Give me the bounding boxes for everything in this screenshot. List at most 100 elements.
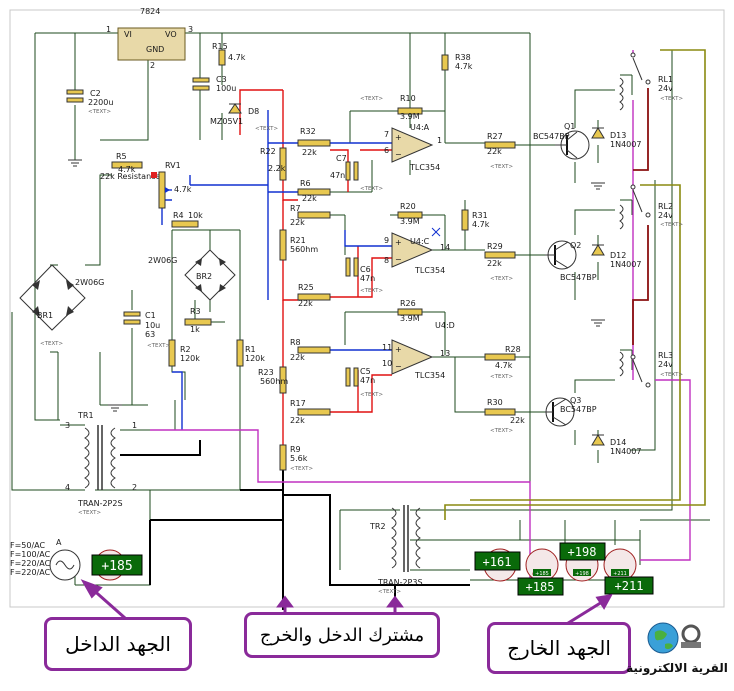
diode-d14[interactable]: [591, 434, 605, 446]
transistor-q2[interactable]: Q2 BC547BP: [545, 240, 597, 282]
capacitor-c5[interactable]: C5 47n: [345, 367, 375, 387]
u4d-minus: −: [395, 362, 402, 371]
resistor-r7-body[interactable]: [297, 211, 331, 219]
potentiometer-rv1[interactable]: RV1 4.7k: [151, 161, 192, 209]
capacitor-c7[interactable]: C7 47n: [330, 154, 359, 181]
text-placeholder: <TEXT>: [660, 372, 683, 378]
r26-value: 3.9M: [400, 314, 420, 323]
regulator-7824[interactable]: VI VO GND 7824 1 3 2: [106, 7, 193, 70]
callout-output-voltage-text: الجهد الخارج: [507, 636, 611, 660]
r31-value: 4.7k: [472, 220, 490, 229]
q3-value: BC547BP: [560, 405, 597, 414]
resistor-r25-body[interactable]: [297, 293, 331, 301]
transistor-q1[interactable]: Q1 BC547BP: [533, 122, 590, 160]
bridge-br2[interactable]: BR2 2W06G: [148, 249, 236, 301]
input-voltmeter[interactable]: +185: [91, 549, 143, 581]
c6-value: 47n: [360, 274, 375, 283]
resistor-r20-body[interactable]: [397, 211, 423, 219]
ground-icon: [68, 159, 82, 167]
olive-wires: [444, 49, 706, 520]
capacitor-c1[interactable]: C1 10u 63: [123, 311, 160, 339]
relay-rl3[interactable]: RL3 24v: [619, 351, 673, 388]
rl2-value: 24v: [658, 211, 673, 220]
resistor-r27-body[interactable]: [484, 141, 516, 149]
relay-rl1[interactable]: RL1 24v: [619, 52, 673, 111]
text-placeholder: <TEXT>: [147, 343, 170, 349]
resistor-r28-body[interactable]: [484, 353, 516, 361]
tr2-name: TR2: [369, 522, 386, 531]
resistor-r15-body[interactable]: [218, 49, 226, 66]
zener-d8[interactable]: D8 MZ05V1: [210, 103, 259, 126]
transistor-q3[interactable]: Q3 BC547BP: [545, 396, 597, 427]
tr1-pin2: 2: [132, 483, 137, 492]
c3-name: C3: [216, 75, 227, 84]
resistor-r23-body[interactable]: [279, 366, 287, 394]
tr1-name: TR1: [77, 411, 94, 420]
opamp-u4c[interactable]: + − U4:C TLC354 9 8 14: [384, 232, 450, 275]
r9-value: 5.6k: [290, 454, 308, 463]
resistor-r29-body[interactable]: [484, 251, 516, 259]
resistor-r5-body[interactable]: [111, 161, 143, 169]
u4c-ic: TLC354: [414, 266, 445, 275]
transformer-tr1[interactable]: TR1 TRAN-2P2S 3 4 1 2: [65, 411, 137, 508]
arrow-input-head: [80, 579, 103, 599]
resistor-r2-body[interactable]: [168, 339, 176, 367]
resistor-r3-body[interactable]: [184, 318, 212, 326]
relay-rl2[interactable]: RL2 24v: [619, 184, 673, 230]
resistor-r8-body[interactable]: [297, 346, 331, 354]
ac-source[interactable]: A F=50/AC F=100/AC F=220/AC F=220/AC: [10, 538, 81, 581]
u4a-ic: TLC354: [409, 163, 440, 172]
text-placeholder: <TEXT>: [360, 96, 383, 102]
resistor-r10-body[interactable]: [397, 107, 423, 115]
c2-text: <TEXT>: [88, 109, 111, 115]
resistor-r4-body[interactable]: [171, 220, 199, 228]
resistor-r21-body[interactable]: [279, 229, 287, 261]
resistor-r6-body[interactable]: [297, 188, 331, 196]
horizontal-resistors: [111, 107, 516, 416]
transformer-tr2[interactable]: TR2 TRAN-2P3S: [369, 505, 423, 587]
opamp-u4d[interactable]: + − U4:D TLC354 11 10 13: [382, 321, 455, 380]
r5-note: 22k Resistance: [100, 172, 161, 181]
output-meters: AC Volts +185 +198 +211 +161 +185 +198 +…: [474, 542, 654, 596]
r31-name: R31: [472, 211, 488, 220]
opamp-u4a[interactable]: + − U4:A TLC354 7 6 1: [384, 123, 442, 172]
u4c-plus: +: [395, 238, 402, 247]
u4d-name: U4:D: [435, 321, 455, 330]
logo-text: القرية الالكترونية: [626, 661, 728, 675]
resistor-r32-body[interactable]: [297, 139, 331, 147]
source-param-2: F=100/AC: [10, 550, 51, 559]
r2-name: R2: [180, 345, 191, 354]
resistor-r31-body[interactable]: [461, 209, 469, 231]
q2-value: BC547BP: [560, 273, 597, 282]
resistor-r26-body[interactable]: [397, 308, 423, 316]
r29-name: R29: [487, 242, 503, 251]
d13-name: D13: [610, 131, 626, 140]
capacitor-c3[interactable]: C3 100u: [192, 75, 236, 93]
c2-value: 2200u: [88, 98, 113, 107]
ground-icon: [591, 319, 605, 327]
diode-d12[interactable]: [591, 244, 605, 256]
c5-value: 47n: [360, 376, 375, 385]
u4d-pin10: 10: [382, 359, 392, 368]
resistor-r1-body[interactable]: [236, 339, 244, 367]
c7-name: C7: [336, 154, 347, 163]
d13-value: 1N4007: [610, 140, 641, 149]
bridge-br1[interactable]: BR1 2W06G: [19, 264, 104, 331]
reg-pin2: 2: [150, 61, 155, 70]
capacitor-c6[interactable]: C6 47n: [345, 257, 375, 283]
callout-input-voltage: الجهد الداخل: [44, 617, 192, 671]
source-param-4: F=220/AC: [10, 568, 51, 577]
source-label: A: [56, 538, 62, 547]
text-placeholder: <TEXT>: [255, 126, 278, 132]
capacitor-c2[interactable]: C2 2200u <TEXT>: [66, 89, 113, 115]
tr1-pin4: 4: [65, 483, 70, 492]
r22-name: R22: [260, 147, 276, 156]
resistor-r30-body[interactable]: [484, 408, 516, 416]
resistor-r17-body[interactable]: [297, 408, 331, 416]
diode-d13[interactable]: [591, 127, 605, 139]
resistor-r38-body[interactable]: [441, 54, 449, 71]
text-placeholder: <TEXT>: [78, 510, 101, 516]
resistor-r9-body[interactable]: [279, 444, 287, 471]
resistor-r22-body[interactable]: [279, 147, 287, 181]
